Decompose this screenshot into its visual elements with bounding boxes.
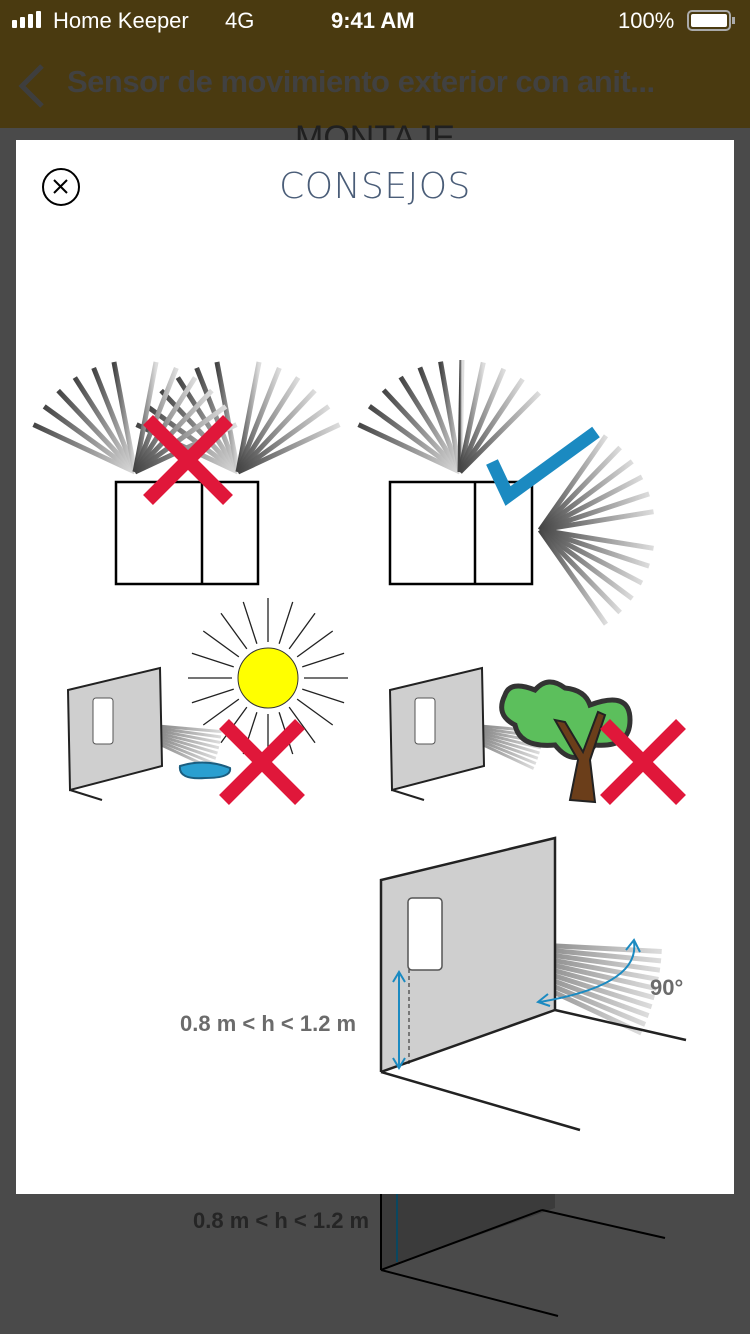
close-icon bbox=[53, 179, 68, 194]
nav-title: Sensor de movimiento exterior con anit..… bbox=[67, 64, 655, 99]
status-bar: Home Keeper 4G 9:41 AM 100% bbox=[0, 0, 750, 40]
network: 4G bbox=[225, 8, 255, 33]
carrier: Home Keeper bbox=[53, 8, 189, 33]
nav-bar: Sensor de movimiento exterior con anit..… bbox=[0, 40, 750, 128]
back-chevron-icon[interactable] bbox=[16, 64, 46, 108]
battery-percent: 100% bbox=[618, 8, 675, 33]
angle-label: 90° bbox=[650, 975, 684, 1000]
height-label: 0.8 m < h < 1.2 m bbox=[180, 1011, 361, 1037]
section-title: MONTAJE bbox=[295, 119, 455, 140]
clock: 9:41 AM bbox=[331, 8, 415, 33]
battery-icon bbox=[687, 10, 735, 31]
modal-title: CONSEJOS bbox=[279, 166, 471, 207]
close-button[interactable] bbox=[42, 168, 80, 206]
background-height-label: 0.8 m < h < 1.2 m bbox=[193, 1208, 370, 1233]
signal-icon bbox=[12, 11, 41, 28]
tips-modal: CONSEJOS bbox=[16, 140, 734, 1194]
